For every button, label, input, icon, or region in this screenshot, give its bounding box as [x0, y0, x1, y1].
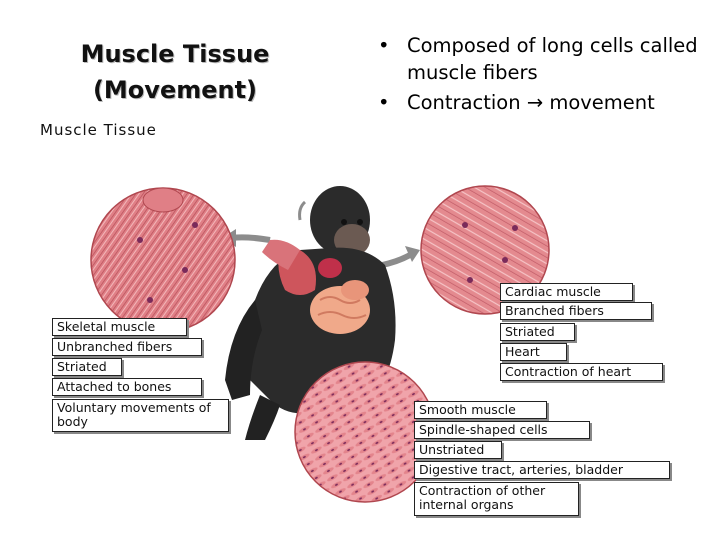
skeletal-label: Voluntary movements of body	[52, 399, 229, 432]
slide-title: Muscle Tissue (Movement)	[50, 36, 300, 108]
cardiac-label: Branched fibers	[500, 302, 652, 320]
smooth-label: Spindle-shaped cells	[414, 421, 590, 439]
skeletal-muscle-sample	[90, 187, 236, 333]
cardiac-muscle-sample	[420, 185, 550, 315]
bullet-list: Composed of long cells called muscle fib…	[378, 32, 718, 119]
skeletal-label: Skeletal muscle	[52, 318, 187, 336]
arrow-to-skeletal-top	[298, 200, 307, 221]
cardiac-label: Contraction of heart	[500, 363, 663, 381]
skeletal-label: Unbranched fibers	[52, 338, 202, 356]
cardiac-label: Striated	[500, 323, 575, 341]
slide-title-line1: Muscle Tissue	[80, 40, 270, 68]
figure-title: Muscle Tissue	[40, 121, 157, 139]
skeletal-label: Striated	[52, 358, 122, 376]
smooth-label: Smooth muscle	[414, 401, 547, 419]
smooth-label: Digestive tract, arteries, bladder	[414, 461, 670, 479]
slide-title-line2: (Movement)	[92, 76, 258, 104]
skeletal-label: Attached to bones	[52, 378, 202, 396]
cardiac-label: Heart	[500, 343, 567, 361]
smooth-label: Unstriated	[414, 441, 502, 459]
bullet-item: Composed of long cells called muscle fib…	[378, 32, 718, 86]
bullet-item: Contraction → movement	[378, 89, 718, 116]
smooth-label: Contraction of other internal organs	[414, 482, 579, 516]
cardiac-label: Cardiac muscle	[500, 283, 633, 301]
